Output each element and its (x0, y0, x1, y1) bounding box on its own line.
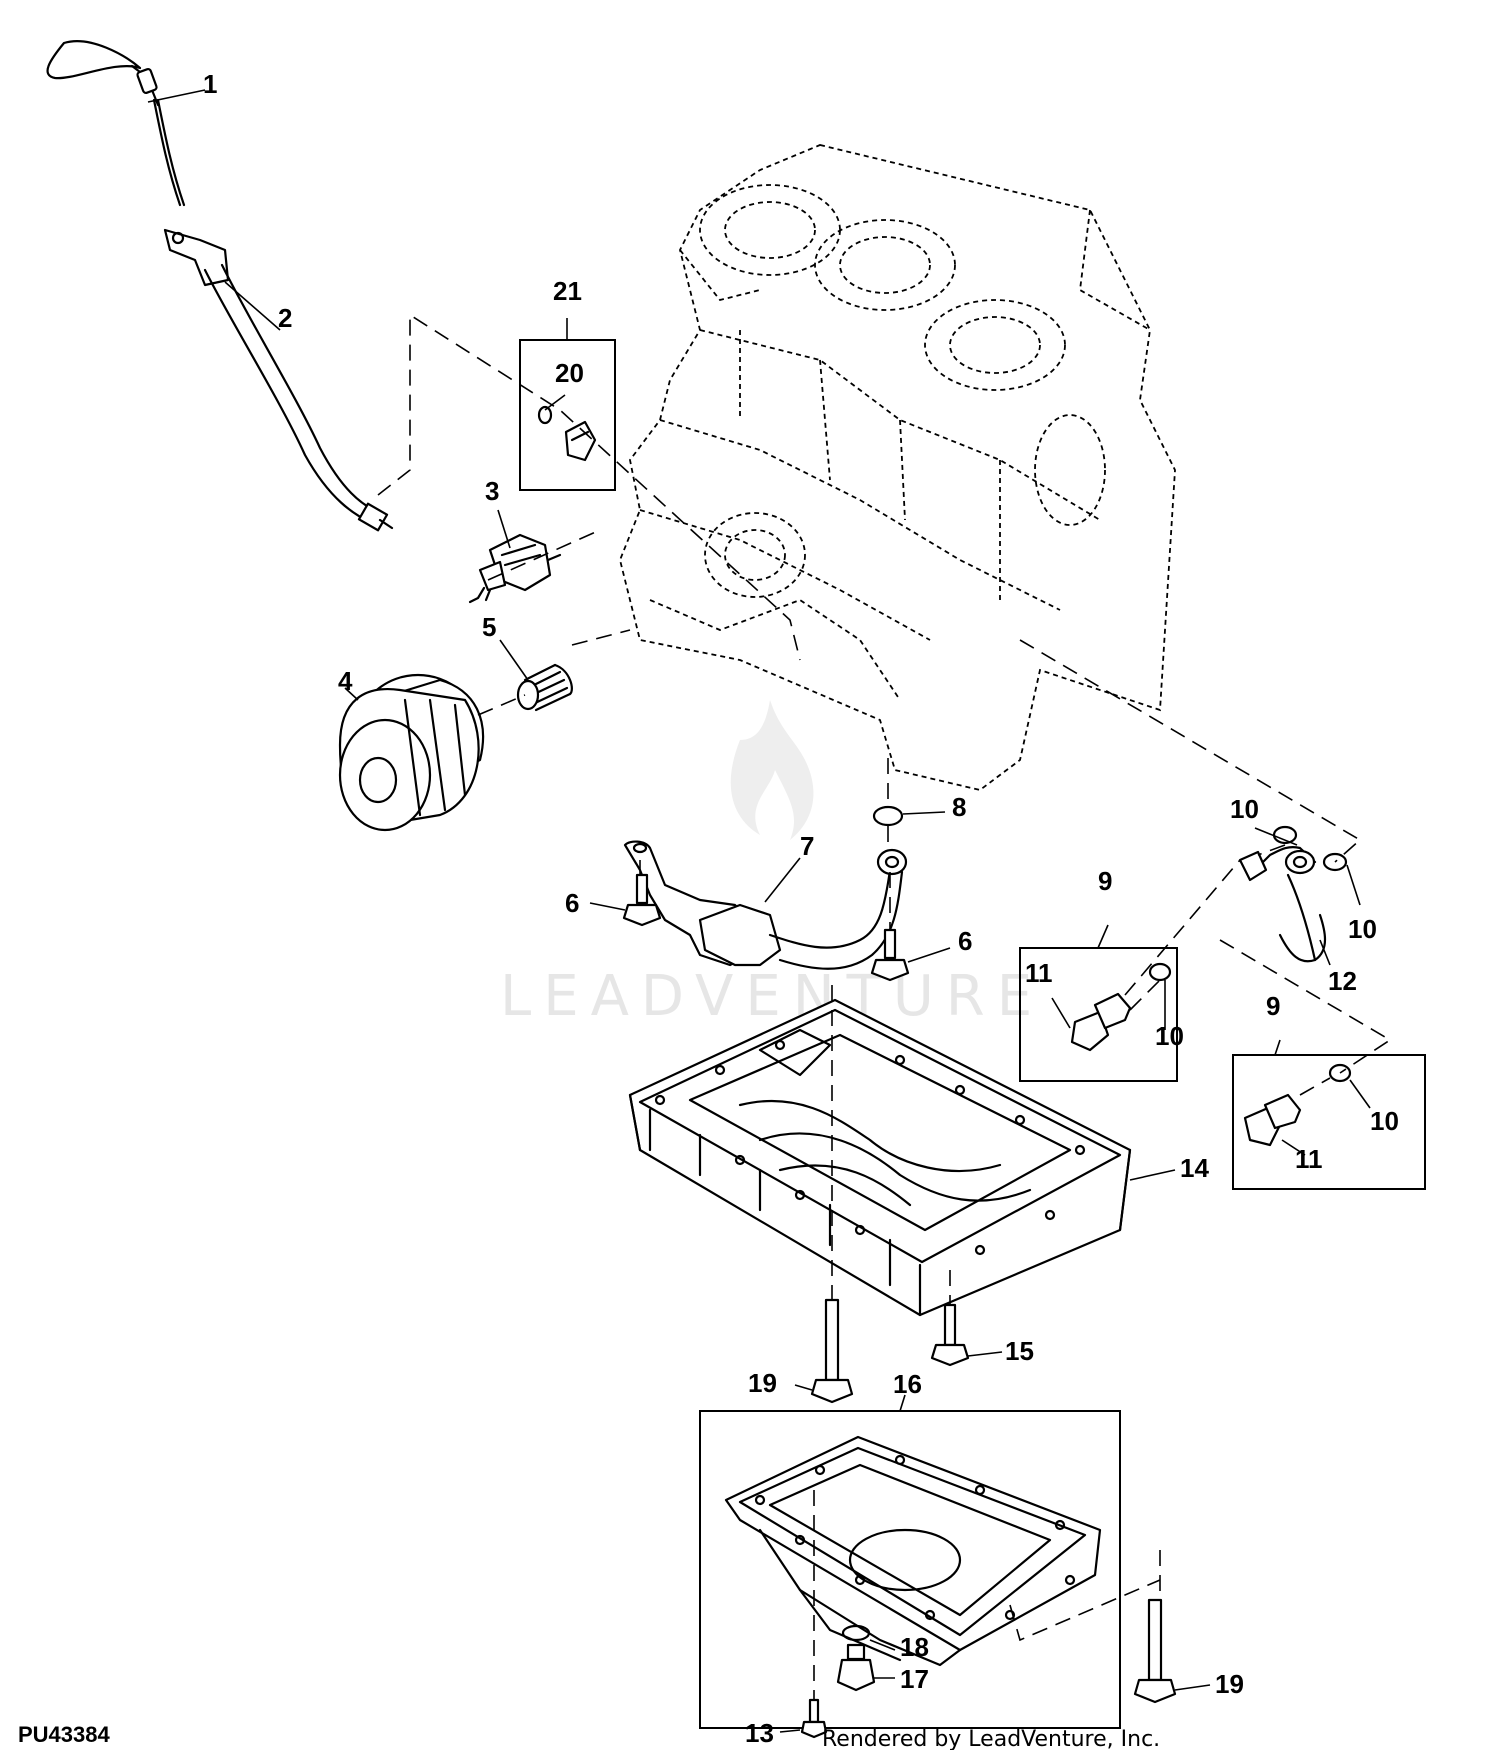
part-10-washer-d[interactable] (1328, 1063, 1352, 1083)
part-4-oil-filter[interactable] (338, 673, 485, 832)
callout-17[interactable]: 17 (900, 1664, 929, 1694)
engine-block-outline (619, 144, 1176, 791)
callout-21[interactable]: 21 (553, 276, 582, 306)
callout-10-top[interactable]: 10 (1230, 794, 1259, 824)
part-18-washer[interactable] (841, 1624, 871, 1642)
callout-5[interactable]: 5 (482, 612, 496, 642)
callout-11-box-left[interactable]: 11 (1025, 958, 1053, 988)
callout-3[interactable]: 3 (485, 476, 499, 506)
callout-19-lower[interactable]: 19 (1215, 1669, 1244, 1699)
callout-12[interactable]: 12 (1328, 966, 1357, 996)
part-2-dipstick-tube[interactable] (163, 228, 394, 532)
part-16-oil-pan-box[interactable] (699, 1394, 1121, 1729)
callout-8[interactable]: 8 (952, 792, 966, 822)
part-19-long-bolt-lower[interactable] (1133, 1598, 1177, 1704)
callout-10-right[interactable]: 10 (1348, 914, 1377, 944)
callout-11-box-right[interactable]: 11 (1295, 1144, 1323, 1174)
figure-id: PU43384 (18, 1722, 111, 1747)
part-15-bolt[interactable] (930, 1303, 970, 1367)
callout-6-right[interactable]: 6 (958, 926, 972, 956)
callout-6-left[interactable]: 6 (565, 888, 579, 918)
part-6-bolt-right[interactable] (870, 928, 910, 982)
part-1-dipstick[interactable] (46, 40, 186, 207)
part-20-o-ring[interactable] (537, 405, 553, 425)
callout-10-box-right[interactable]: 10 (1370, 1106, 1399, 1136)
part-14-oil-pan-adapter[interactable] (628, 998, 1132, 1317)
part-9-kit-box-left[interactable] (1019, 924, 1178, 1082)
part-10-washer-c[interactable] (1148, 962, 1172, 982)
callout-4[interactable]: 4 (338, 666, 353, 696)
part-11-banjo-bolt-right[interactable] (1243, 1093, 1302, 1147)
callout-19-upper[interactable]: 19 (748, 1368, 777, 1398)
part-5-relief-spring[interactable] (516, 663, 573, 712)
callout-15[interactable]: 15 (1005, 1336, 1034, 1366)
assembly-guide-lines (377, 313, 1392, 1700)
callout-14[interactable]: 14 (1180, 1153, 1209, 1183)
callout-7[interactable]: 7 (800, 831, 814, 861)
part-10-washer-b[interactable] (1322, 852, 1348, 872)
callout-labels: 1 2 3 4 5 6 6 7 8 9 9 10 10 10 10 11 11 … (203, 69, 1399, 1748)
part-8-o-ring[interactable] (872, 805, 904, 827)
part-9-kit-box-right[interactable] (1232, 1039, 1426, 1190)
leadventure-watermark: LEADVENTURE (500, 700, 1044, 1029)
part-11-banjo-bolt-left[interactable] (1070, 992, 1132, 1052)
callout-1[interactable]: 1 (203, 69, 217, 99)
callout-16[interactable]: 16 (893, 1369, 922, 1399)
part-12-oil-line[interactable] (1238, 846, 1327, 963)
callout-9-right[interactable]: 9 (1266, 991, 1280, 1021)
callout-20[interactable]: 20 (555, 358, 584, 388)
callout-9-left[interactable]: 9 (1098, 866, 1112, 896)
part-19-long-bolt-upper[interactable] (810, 1298, 854, 1404)
part-7-oil-strainer[interactable] (623, 840, 908, 970)
render-credit: Rendered by LeadVenture, Inc. (822, 1727, 1160, 1750)
part-17-drain-plug[interactable] (836, 1643, 876, 1692)
part-6-bolt-left[interactable] (622, 873, 662, 927)
part-3-oil-pressure-switch[interactable] (468, 533, 562, 604)
callout-10-box-left[interactable]: 10 (1155, 1021, 1184, 1051)
part-16-oil-pan[interactable] (724, 1435, 1102, 1667)
callout-18[interactable]: 18 (900, 1632, 929, 1662)
callout-13[interactable]: 13 (745, 1718, 774, 1748)
callout-2[interactable]: 2 (278, 303, 292, 333)
leader-lines (147, 89, 1371, 1733)
watermark-text: LEADVENTURE (500, 964, 1044, 1029)
part-21-kit-box[interactable] (519, 318, 616, 491)
